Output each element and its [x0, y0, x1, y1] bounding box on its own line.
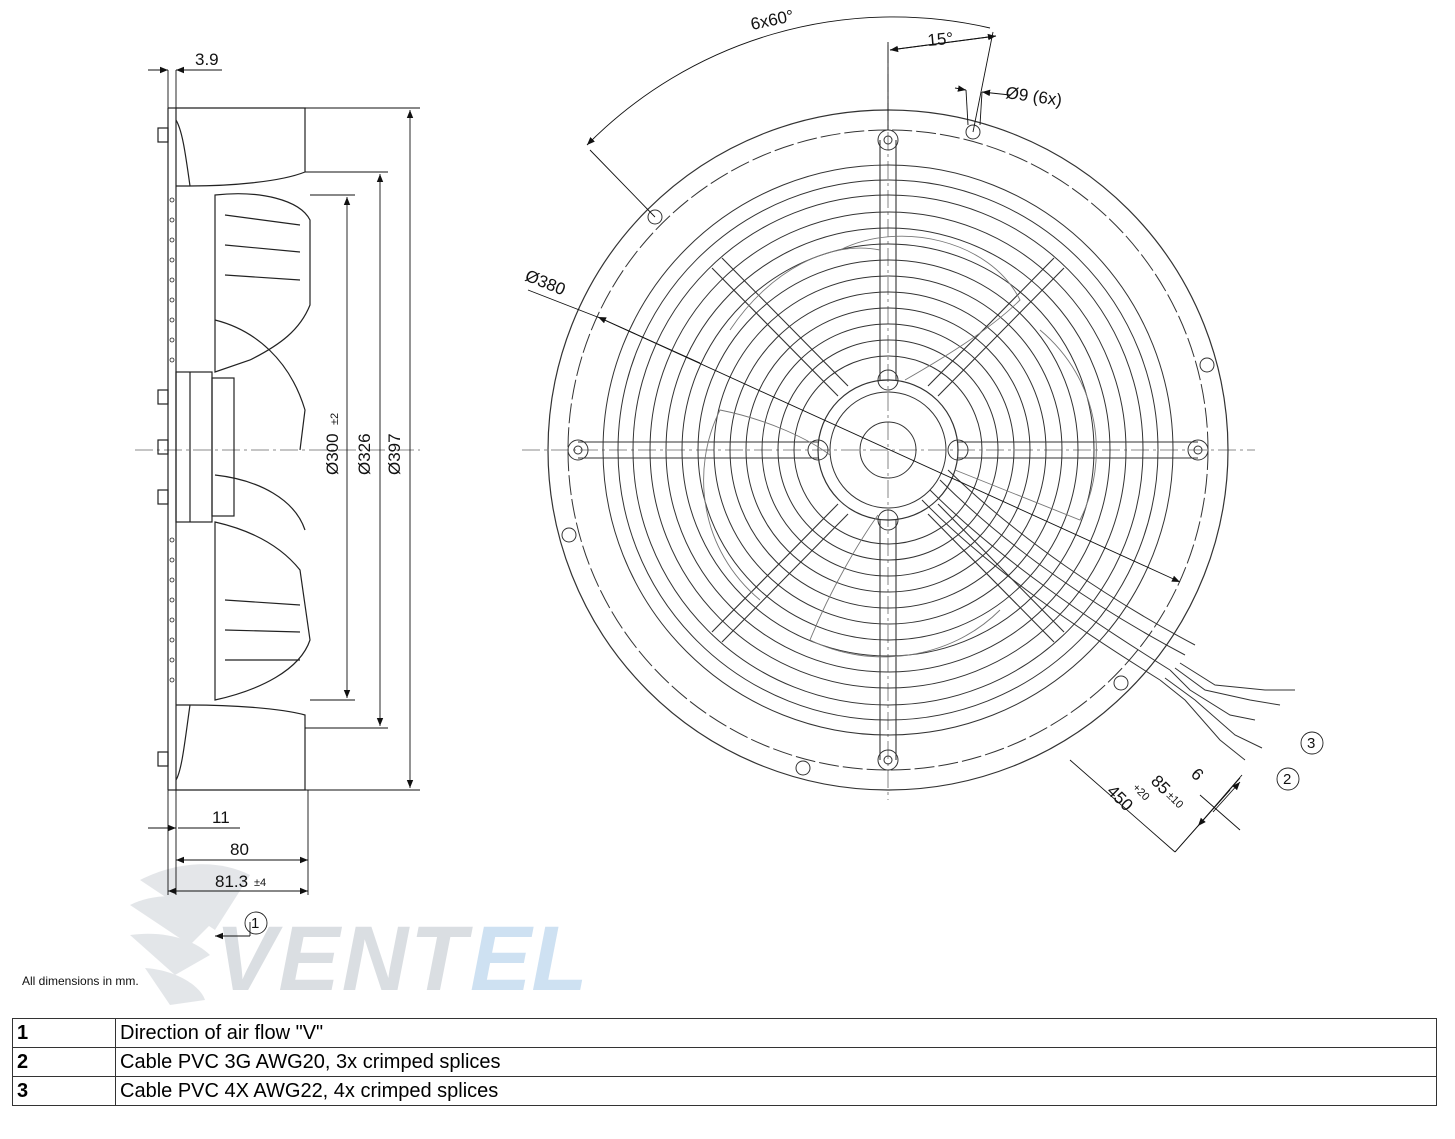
legend-number: 2: [12, 1047, 116, 1077]
dim-depth-11: 11: [212, 808, 230, 827]
front-view: [522, 45, 1295, 800]
front-view-dimensions: [527, 16, 1243, 853]
dim-flange-thickness: 3.9: [195, 50, 219, 69]
dim-cable-length: 450: [1103, 781, 1136, 814]
callout-cable-3g: 2: [1283, 771, 1291, 788]
svg-text:VENT: VENT: [215, 908, 473, 1010]
dim-dia-300-tol: ±2: [329, 413, 341, 425]
dim-dia-300: Ø300: [323, 433, 342, 475]
legend-row: 1 Direction of air flow "V": [12, 1018, 1437, 1048]
dim-hole-dia: Ø9 (6x): [1004, 83, 1063, 110]
dim-dia-397: Ø397: [385, 433, 404, 475]
ventel-logo-watermark: VENT EL: [130, 864, 588, 1010]
legend-text: Direction of air flow "V": [115, 1018, 1437, 1048]
dim-wire-end: 6: [1187, 764, 1207, 784]
dim-strip-length-tol: ±10: [1164, 790, 1185, 811]
dim-hole-offset: 15°: [927, 29, 954, 50]
legend-number: 3: [12, 1076, 116, 1106]
guard-studs: [157, 127, 169, 767]
side-view-labels: 3.9 Ø397 Ø326 Ø300 ±2 11 80 81.3 ±4 1: [195, 50, 404, 935]
legend-text: Cable PVC 4X AWG22, 4x crimped splices: [115, 1076, 1437, 1106]
front-view-labels: 6x60° 15° Ø9 (6x) Ø380 450 +20 85 ±10 6 …: [523, 6, 1324, 815]
dim-depth-80: 80: [230, 840, 249, 859]
side-view-dimensions: [148, 66, 420, 940]
callout-cable-4x: 3: [1307, 735, 1315, 752]
dim-dia-326: Ø326: [355, 433, 374, 475]
mounting-holes: [561, 124, 1215, 776]
dim-bolt-circle: Ø380: [523, 266, 569, 299]
callout-airflow: 1: [251, 915, 259, 932]
dim-depth-81-3-tol: ±4: [254, 877, 266, 889]
flange-holes: [169, 197, 175, 683]
legend-row: 2 Cable PVC 3G AWG20, 3x crimped splices: [12, 1047, 1437, 1077]
legend-row: 3 Cable PVC 4X AWG22, 4x crimped splices: [12, 1076, 1437, 1106]
dimensions-note: All dimensions in mm.: [22, 974, 139, 988]
side-view: [135, 107, 420, 791]
legend-number: 1: [12, 1018, 116, 1048]
dim-depth-81-3: 81.3: [215, 872, 248, 891]
legend-table: 1 Direction of air flow "V" 2 Cable PVC …: [12, 1018, 1437, 1106]
legend-text: Cable PVC 3G AWG20, 3x crimped splices: [115, 1047, 1437, 1077]
svg-text:EL: EL: [470, 908, 588, 1010]
